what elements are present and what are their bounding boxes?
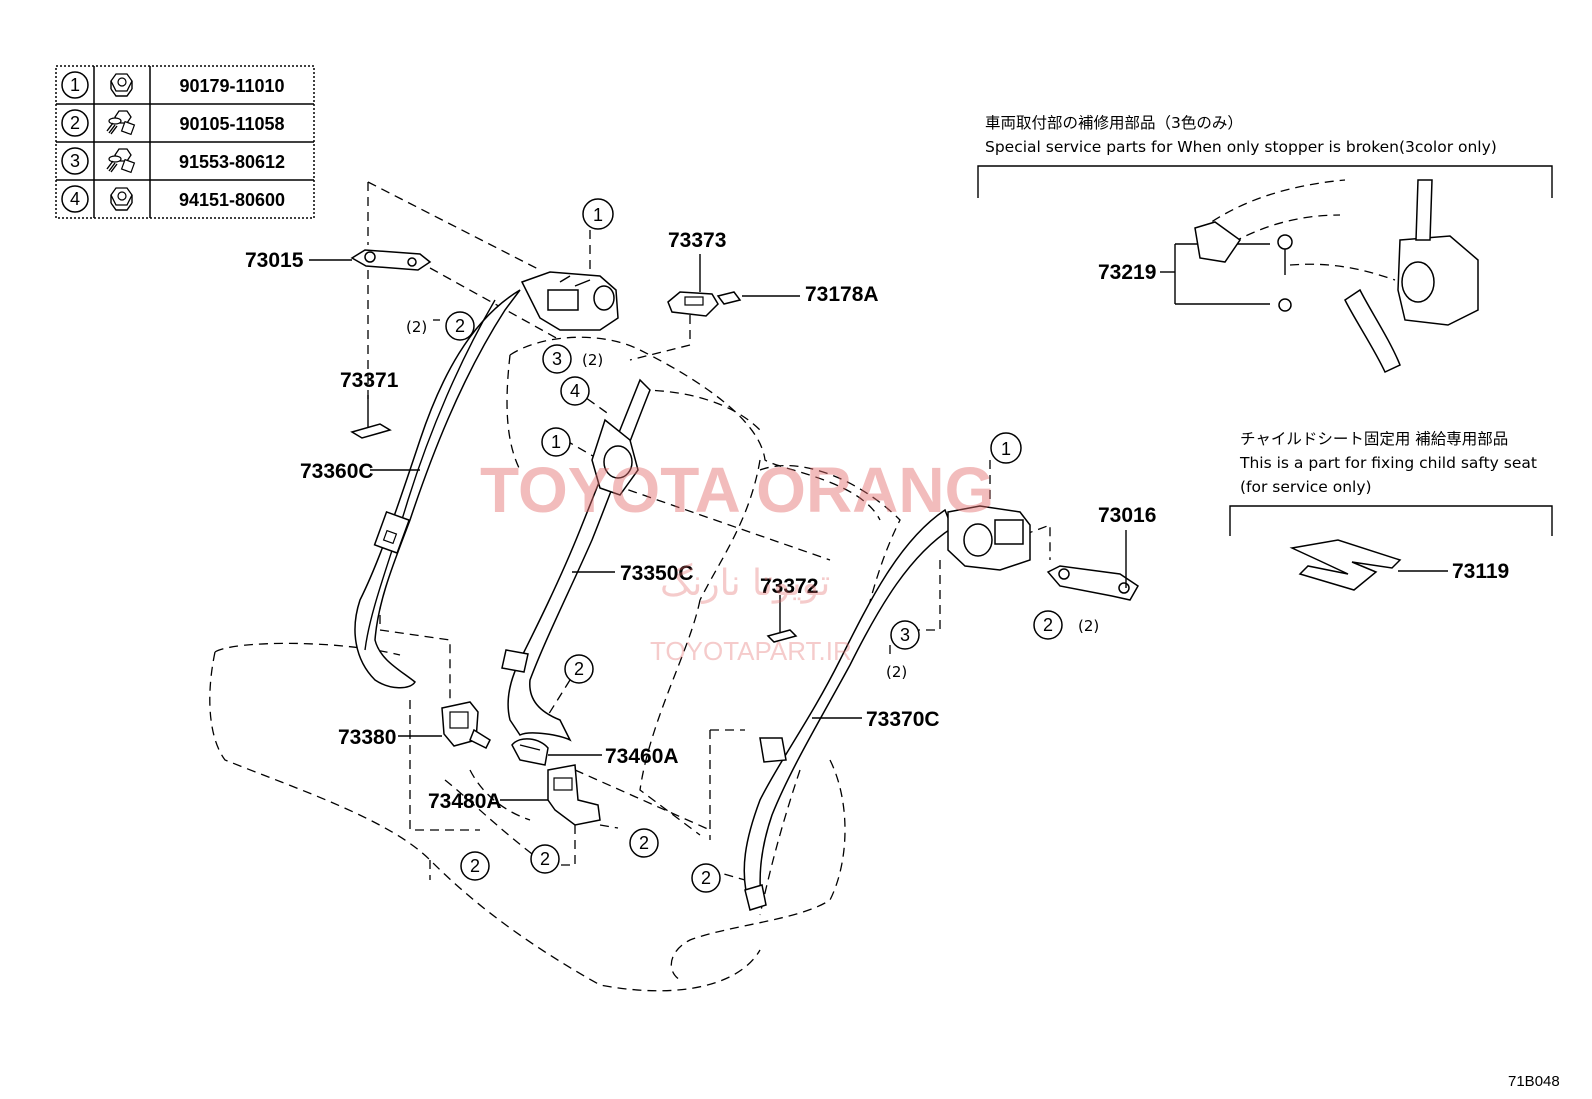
svg-text:1: 1 [593,205,603,225]
callout-2-lower-center: 2 [530,844,560,874]
quantity-label: (2) [406,318,427,336]
special-service-inset: 車両取付部の補修用部品（3色のみ） Special service parts … [977,114,1553,373]
part-label-73219: 73219 [1098,261,1156,284]
child-note-jp: チャイルドシート固定用 補給専用部品 [1240,430,1508,448]
fastener-row-1: 1 90179-11010 [61,71,285,99]
retractor-upper-left [520,271,619,331]
watermark-persian: تویوتا نارنگ [660,562,830,604]
part-label-73460A: 73460A [605,745,679,768]
callout-3-right: 3 (2) [886,620,920,681]
callout-2-center: 2 [564,654,594,684]
nut-icon [110,73,133,97]
part-label-73119: 73119 [1452,560,1509,583]
callout-1-center: 1 [541,427,571,457]
bracket-73015 [350,249,432,271]
bolt-icon [106,148,136,174]
bolt-icon [106,110,136,136]
watermark-site: TOYOTAPART.IR [650,636,852,666]
bracket-73016 [1046,565,1139,601]
retractor-right [947,505,1031,571]
fastener-table: 1 90179-11010 2 90105-11058 3 [55,65,315,219]
watermark: TOYOTA ORANG تویوتا نارنگ TOYOTAPART.IR [480,454,994,666]
child-note-en-1: This is a part for fixing child safty se… [1239,454,1537,472]
special-note-jp: 車両取付部の補修用部品（3色のみ） [985,114,1243,132]
fastener-part-number: 90105-11058 [179,114,284,134]
fastener-ref: 1 [70,75,80,95]
quantity-label: (2) [1078,617,1099,635]
clip-73178A [716,291,742,305]
svg-text:1: 1 [551,432,561,452]
fastener-row-2: 2 90105-11058 [61,109,285,137]
part-label-73480A: 73480A [428,790,502,813]
special-note-en: Special service parts for When only stop… [985,138,1497,156]
cover-73373 [667,291,719,317]
fastener-row-3: 3 91553-80612 [61,147,285,175]
fastener-ref: 3 [70,151,80,171]
fastener-ref: 4 [70,189,80,209]
fastener-row-4: 4 94151-80600 [61,185,285,213]
buckle-73480A [547,764,601,826]
svg-text:2: 2 [1043,615,1053,635]
part-label-73380: 73380 [338,726,396,749]
svg-text:1: 1 [1001,439,1011,459]
svg-text:2: 2 [455,316,465,336]
part-labels: 73015 73373 73178A 73371 73360C 73350C 7… [245,229,1509,813]
child-note-en-2: (for service only) [1240,478,1372,496]
outer-belt-right [743,508,953,911]
buckle-73380 [441,701,491,750]
callout-2-bracket-right: 2 (2) [1033,610,1099,640]
part-label-73372: 73372 [760,575,818,598]
fastener-part-number: 94151-80600 [179,190,285,210]
quantity-label: (2) [582,351,603,369]
part-label-73360C: 73360C [300,460,374,483]
part-label-73373: 73373 [668,229,726,252]
pad-73372 [766,595,798,643]
part-label-73016: 73016 [1098,504,1156,527]
part-label-73371: 73371 [340,369,399,392]
svg-text:2: 2 [639,833,649,853]
svg-text:3: 3 [900,625,910,645]
fastener-part-number: 90179-11010 [179,76,284,96]
pad-73371 [350,395,392,439]
callout-2-lower-right: 2 [629,828,659,858]
fastener-ref: 2 [70,113,80,133]
callout-1-upper: 1 [582,198,614,230]
svg-text:4: 4 [570,381,580,401]
callout-2-upper-left: 2 (2) [406,311,475,341]
callout-circles: 1 2 (2) 3 (2) 4 1 1 2 3 [406,198,1099,893]
watermark-main: TOYOTA ORANG [480,454,994,526]
child-seat-inset: チャイルドシート固定用 補給専用部品 This is a part for fi… [1229,430,1553,591]
part-label-73015: 73015 [245,249,304,272]
rear-seat-outline [209,336,901,992]
svg-text:2: 2 [701,868,711,888]
part-label-73370C: 73370C [866,708,940,731]
fastener-part-number: 91553-80612 [179,152,285,172]
callout-2-lower-left: 2 [460,851,490,881]
svg-text:2: 2 [470,856,480,876]
quantity-label: (2) [886,663,907,681]
diagram-code: 71B048 [1508,1073,1560,1090]
callout-3-upper: 3 (2) [542,344,603,374]
callout-1-right: 1 [990,432,1022,464]
callout-2-bottom: 2 [691,863,721,893]
svg-text:2: 2 [540,849,550,869]
callout-4: 4 [560,376,590,406]
outer-belt-left [354,289,521,689]
part-label-73350C: 73350C [620,562,694,585]
part-label-73178A: 73178A [805,283,879,306]
svg-text:2: 2 [574,659,584,679]
buckle-73460A [511,738,549,766]
center-belt [501,378,651,742]
nut-icon [110,187,133,211]
svg-text:3: 3 [552,349,562,369]
